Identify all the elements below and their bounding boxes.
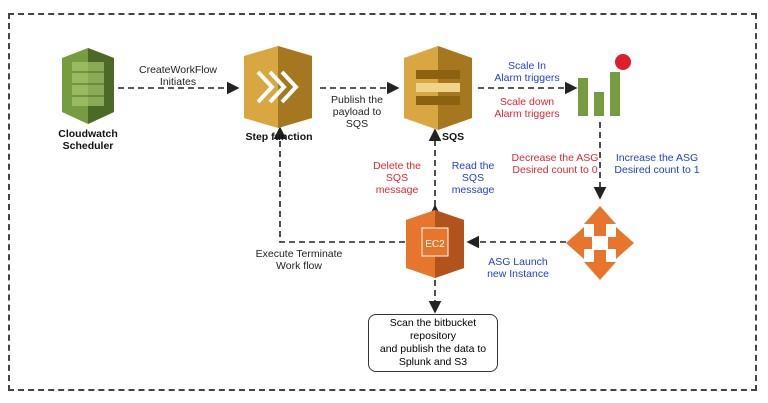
- increase-asg-label: Increase the ASG Desired count to 1: [614, 152, 700, 176]
- scale-in-label: Scale In Alarm triggers: [494, 60, 560, 84]
- step-function-label: Step function: [245, 131, 313, 143]
- auto-scaling-icon: [566, 206, 634, 280]
- cloudwatch-alarm-icon: [578, 54, 631, 116]
- step-functions-icon: [244, 46, 312, 128]
- cloudwatch-label: Cloudwatch Scheduler: [58, 128, 118, 152]
- sqs-icon: [404, 46, 472, 130]
- publish-payload-label: Publish the payload to SQS: [331, 94, 383, 130]
- delete-sqs-label: Delete the SQS message: [373, 160, 421, 196]
- sqs-label: SQS: [442, 131, 465, 143]
- read-sqs-label: Read the SQS message: [451, 160, 495, 196]
- arrow-ec2-to-step: [273, 126, 405, 243]
- ec2-icon-label: EC2: [425, 239, 445, 250]
- asg-launch-label: ASG Launch new Instance: [487, 256, 549, 280]
- cloudwatch-icon: [62, 48, 114, 124]
- scale-down-label: Scale down Alarm triggers: [494, 96, 560, 120]
- diagram-frame: [8, 13, 757, 391]
- decrease-asg-label: Decrease the ASG Desired count to 0: [511, 152, 599, 176]
- ec2-icon: [406, 210, 464, 278]
- create-workflow-label: CreateWorkFlow Initiates: [139, 64, 217, 88]
- execute-terminate-label: Execute Terminate Work flow: [255, 248, 343, 272]
- scan-process-box: Scan the bitbucket repository and publis…: [368, 314, 498, 372]
